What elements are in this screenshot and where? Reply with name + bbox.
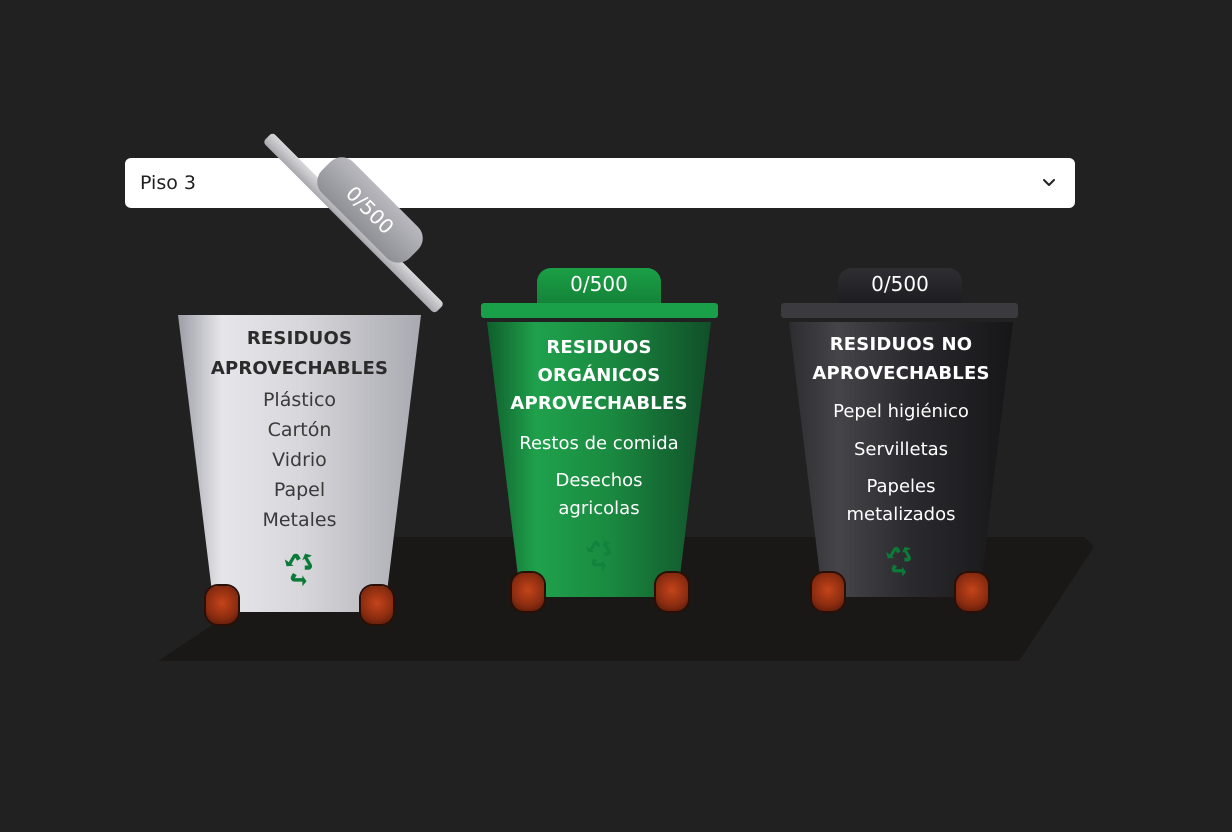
bin-item: agricolas: [558, 498, 640, 519]
bin-title-line: RESIDUOS NO: [829, 334, 973, 355]
floor-select-value: Piso 3: [140, 172, 196, 194]
bin-item: Cartón: [267, 419, 332, 441]
chevron-down-icon: [1043, 179, 1055, 186]
wheel: [361, 586, 393, 624]
bin-item: Servilletas: [853, 439, 949, 460]
bin-items: Pepel higiénico Servilletas Papeles meta…: [789, 397, 1013, 529]
bin-title-line: RESIDUOS: [546, 337, 652, 358]
bin-body[interactable]: [178, 315, 421, 612]
floor-select[interactable]: Piso 3: [125, 158, 1075, 208]
bin-counter: 0/500: [537, 268, 661, 305]
bin-body[interactable]: [789, 322, 1013, 597]
bin-title: RESIDUOS ORGÁNICOS APROVECHABLES: [487, 334, 711, 418]
bin-item: Metales: [262, 509, 337, 531]
bin-body[interactable]: [487, 322, 711, 597]
bin-item: metalizados: [846, 504, 956, 525]
bin-item: Papel: [273, 479, 326, 501]
bin-title-line: ORGÁNICOS: [537, 365, 661, 386]
wheel: [812, 573, 844, 611]
bin-title-line: APROVECHABLES: [210, 358, 389, 379]
bin-item: Plástico: [262, 389, 337, 411]
bin-item: Vidrio: [272, 449, 327, 471]
bin-title-line: APROVECHABLES: [510, 393, 688, 414]
bin-lid[interactable]: [781, 303, 1018, 318]
bin-title: RESIDUOS NO APROVECHABLES: [789, 330, 1013, 388]
bin-title: RESIDUOS APROVECHABLES: [178, 324, 421, 384]
bin-lid[interactable]: [481, 303, 718, 318]
bin-items: Plástico Cartón Vidrio Papel Metales: [178, 385, 421, 535]
bin-item: Pepel higiénico: [833, 401, 969, 422]
bin-title-line: APROVECHABLES: [812, 363, 990, 384]
bin-item: Restos de comida: [519, 433, 679, 454]
bin-counter: 0/500: [838, 268, 962, 305]
bin-item: Desechos: [555, 470, 643, 491]
recycle-icon: [284, 553, 313, 587]
bin-items: Restos de comida Desechos agricolas: [487, 429, 711, 523]
recycle-icon: [586, 540, 611, 571]
wheel: [512, 573, 544, 611]
wheel: [956, 573, 988, 611]
wheel: [206, 586, 238, 624]
bin-title-line: RESIDUOS: [246, 328, 353, 349]
bin-item: Papeles: [866, 476, 936, 497]
wheel: [656, 573, 688, 611]
recycle-icon: [886, 546, 911, 577]
